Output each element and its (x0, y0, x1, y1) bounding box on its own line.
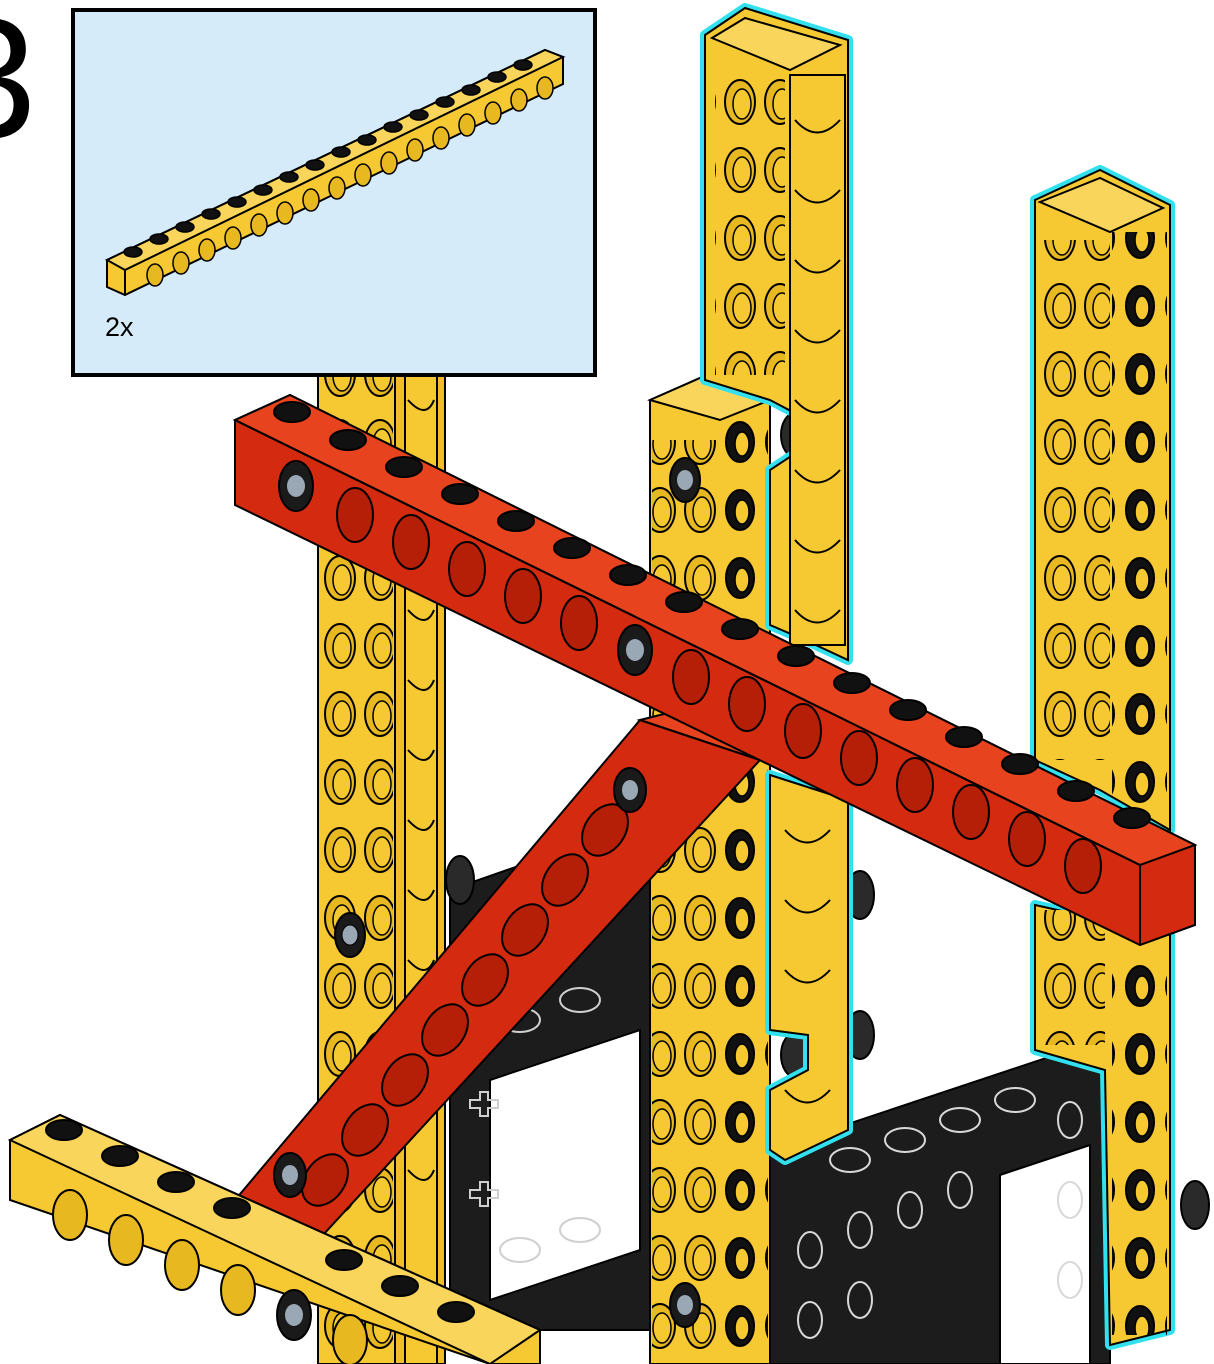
red-beam-long (232, 393, 1198, 947)
parts-callout: 2x (71, 8, 597, 377)
yellow-beam-bottom (7, 1113, 543, 1364)
yellow-column-middle (647, 376, 773, 1364)
black-frame-front (769, 1038, 1111, 1364)
step-number: 3 (0, 0, 37, 164)
new-yellow-column-1 (700, 3, 853, 1165)
technic-beam-16-icon (104, 48, 566, 297)
part-quantity-label: 2x (105, 312, 134, 342)
